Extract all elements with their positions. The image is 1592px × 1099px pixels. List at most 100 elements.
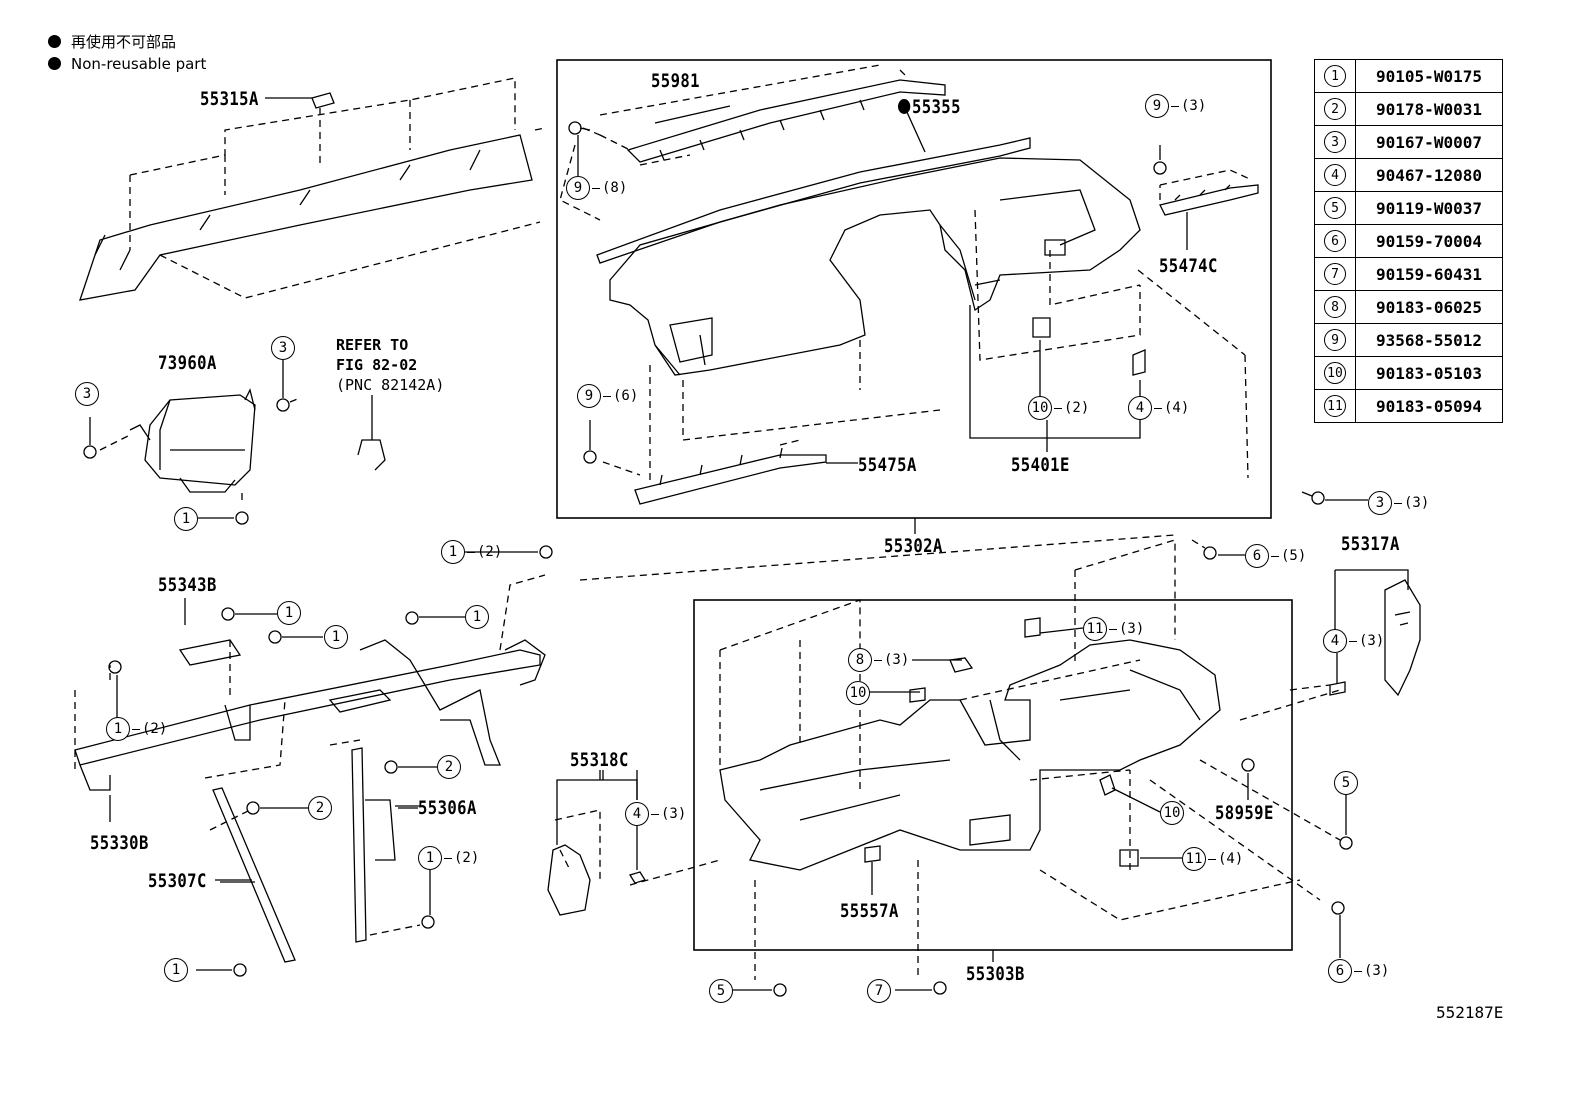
fastener-bolts-beam (108, 545, 553, 718)
callout-11-3: 11(3) (1083, 617, 1144, 641)
callout-6-5: 6(5) (1245, 544, 1306, 568)
part-73960A-shape (83, 360, 386, 525)
parts-table-part-number: 90183-05094 (1355, 389, 1503, 423)
label-55330B: 55330B (90, 832, 149, 854)
callout-6-3: 6(3) (1328, 959, 1389, 983)
label-55307C: 55307C (148, 870, 207, 892)
part-55330B-shape (74, 574, 546, 831)
parts-table-row: 3 90167-W0007 (1314, 125, 1503, 159)
label-55343B: 55343B (158, 574, 217, 596)
parts-table-index-circle: 11 (1324, 395, 1346, 418)
callout-5b: 5 (709, 979, 733, 1003)
part-55315A-shape (79, 77, 546, 301)
parts-table-row: 5 90119-W0037 (1314, 191, 1503, 225)
callout-1d: 1 (465, 605, 489, 629)
parts-table-part-number: 90167-W0007 (1355, 125, 1503, 159)
callout-1-2a: 1(2) (441, 540, 502, 564)
callout-1a: 1 (174, 507, 198, 531)
parts-table-part-number: 90183-06025 (1355, 290, 1503, 324)
parts-table-index: 10 (1314, 356, 1356, 390)
part-55303B-shape (579, 534, 1353, 997)
label-55557A: 55557A (840, 900, 899, 922)
callout-1c: 1 (324, 625, 348, 649)
parts-table-index-circle: 3 (1324, 131, 1346, 154)
callout-3-3: 3(3) (1368, 491, 1429, 515)
label-55355: 55355 (898, 96, 961, 118)
callout-4-4: 4(4) (1128, 396, 1189, 420)
label-58959E: 58959E (1215, 802, 1274, 824)
parts-table-index: 2 (1314, 92, 1356, 126)
callout-7: 7 (867, 979, 891, 1003)
parts-table-row: 11 90183-05094 (1314, 389, 1503, 423)
callout-9-6: 9(6) (577, 384, 638, 408)
parts-table-part-number: 90467-12080 (1355, 158, 1503, 192)
callout-1b: 1 (277, 601, 301, 625)
parts-table-part-number: 90159-70004 (1355, 224, 1503, 258)
part-55306A-shape (246, 739, 437, 943)
parts-table-index-circle: 1 (1324, 65, 1346, 88)
callout-8-3: 8(3) (848, 648, 909, 672)
label-55302A: 55302A (884, 535, 943, 557)
callout-9-3: 9(3) (1145, 94, 1206, 118)
parts-table-index-circle: 8 (1324, 296, 1346, 319)
callout-5a: 5 (1334, 771, 1358, 795)
callout-10-2: 10(2) (1028, 396, 1089, 420)
label-55981: 55981 (651, 70, 700, 92)
parts-table-index: 9 (1314, 323, 1356, 357)
parts-table-row: 8 90183-06025 (1314, 290, 1503, 324)
callout-1-2b: 1(2) (106, 717, 167, 741)
label-55306A: 55306A (418, 797, 477, 819)
callout-1-2c: 1(2) (418, 846, 479, 870)
parts-table-index: 5 (1314, 191, 1356, 225)
parts-table-index: 8 (1314, 290, 1356, 324)
callout-3b: 3 (271, 336, 295, 360)
callout-10a: 10 (846, 681, 870, 705)
parts-table-index-circle: 10 (1324, 362, 1346, 385)
parts-table-part-number: 90105-W0175 (1355, 59, 1503, 93)
callout-3a: 3 (75, 382, 99, 406)
callout-9-8: 9(8) (566, 176, 627, 200)
fastener-bolts-upper (568, 121, 1368, 505)
parts-table-index-circle: 5 (1324, 197, 1346, 220)
parts-table-part-number: 90183-05103 (1355, 356, 1503, 390)
parts-table-index-circle: 9 (1324, 329, 1346, 352)
parts-table-part-number: 90119-W0037 (1355, 191, 1503, 225)
label-55315A: 55315A (200, 88, 259, 110)
callout-2b: 2 (308, 796, 332, 820)
label-55475A: 55475A (858, 454, 917, 476)
part-55474C-shape (1159, 169, 1259, 250)
part-55317A-shape (1191, 539, 1421, 697)
non-reusable-dot-icon (48, 35, 61, 48)
parts-table-row: 10 90183-05103 (1314, 356, 1503, 390)
label-55303B: 55303B (966, 963, 1025, 985)
part-55981-shape (582, 64, 946, 166)
callout-11-4: 11(4) (1182, 847, 1243, 871)
label-55474C: 55474C (1159, 255, 1218, 277)
parts-table-index-circle: 4 (1324, 164, 1346, 187)
diagram-id: 552187E (1436, 1003, 1504, 1022)
non-reusable-dot-icon (898, 99, 911, 114)
callout-4-3a: 4(3) (625, 802, 686, 826)
callout-10b: 10 (1160, 801, 1184, 825)
parts-table-part-number: 90159-60431 (1355, 257, 1503, 291)
part-55475A-shape (602, 360, 858, 505)
parts-table-row: 1 90105-W0175 (1314, 59, 1503, 93)
parts-table-index: 11 (1314, 389, 1356, 423)
parts-table-part-number: 90178-W0031 (1355, 92, 1503, 126)
parts-table-index: 4 (1314, 158, 1356, 192)
assembly-frame-lower (693, 599, 1293, 951)
parts-table-index: 6 (1314, 224, 1356, 258)
label-73960A: 73960A (158, 352, 217, 374)
refer-line-3: (PNC 82142A) (336, 376, 445, 394)
parts-table-index: 3 (1314, 125, 1356, 159)
part-55307C-shape (196, 787, 296, 977)
callout-1e: 1 (164, 958, 188, 982)
legend-non-reusable-jp: 再使用不可部品 (48, 31, 176, 52)
parts-table-index: 1 (1314, 59, 1356, 93)
